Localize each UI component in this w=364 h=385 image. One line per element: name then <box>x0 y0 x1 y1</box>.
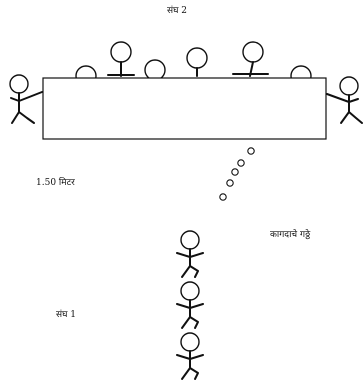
paper-ball <box>237 159 245 167</box>
team2-member-standing-2 <box>186 47 208 77</box>
team1-member-1 <box>176 230 204 278</box>
team1-label: संघ 1 <box>56 310 76 320</box>
team2-member-left <box>9 74 43 124</box>
table <box>42 77 327 140</box>
team2-label: संघ 2 <box>167 6 187 16</box>
paper-ball <box>219 193 227 201</box>
team2-member-peeking-2 <box>144 59 166 81</box>
distance-label: 1.50 मिटर <box>36 178 75 188</box>
team2-member-right <box>326 76 363 124</box>
team1-member-3 <box>176 332 204 380</box>
team2-member-standing-1 <box>107 41 135 77</box>
paper-ball <box>247 147 255 155</box>
team1-member-2 <box>176 281 204 329</box>
paper-balls-label: कागदाचे गठ्ठे <box>270 230 311 240</box>
paper-ball <box>226 179 234 187</box>
paper-balls-group <box>219 147 255 201</box>
team2-member-standing-3 <box>232 41 269 77</box>
paper-ball <box>231 168 239 176</box>
